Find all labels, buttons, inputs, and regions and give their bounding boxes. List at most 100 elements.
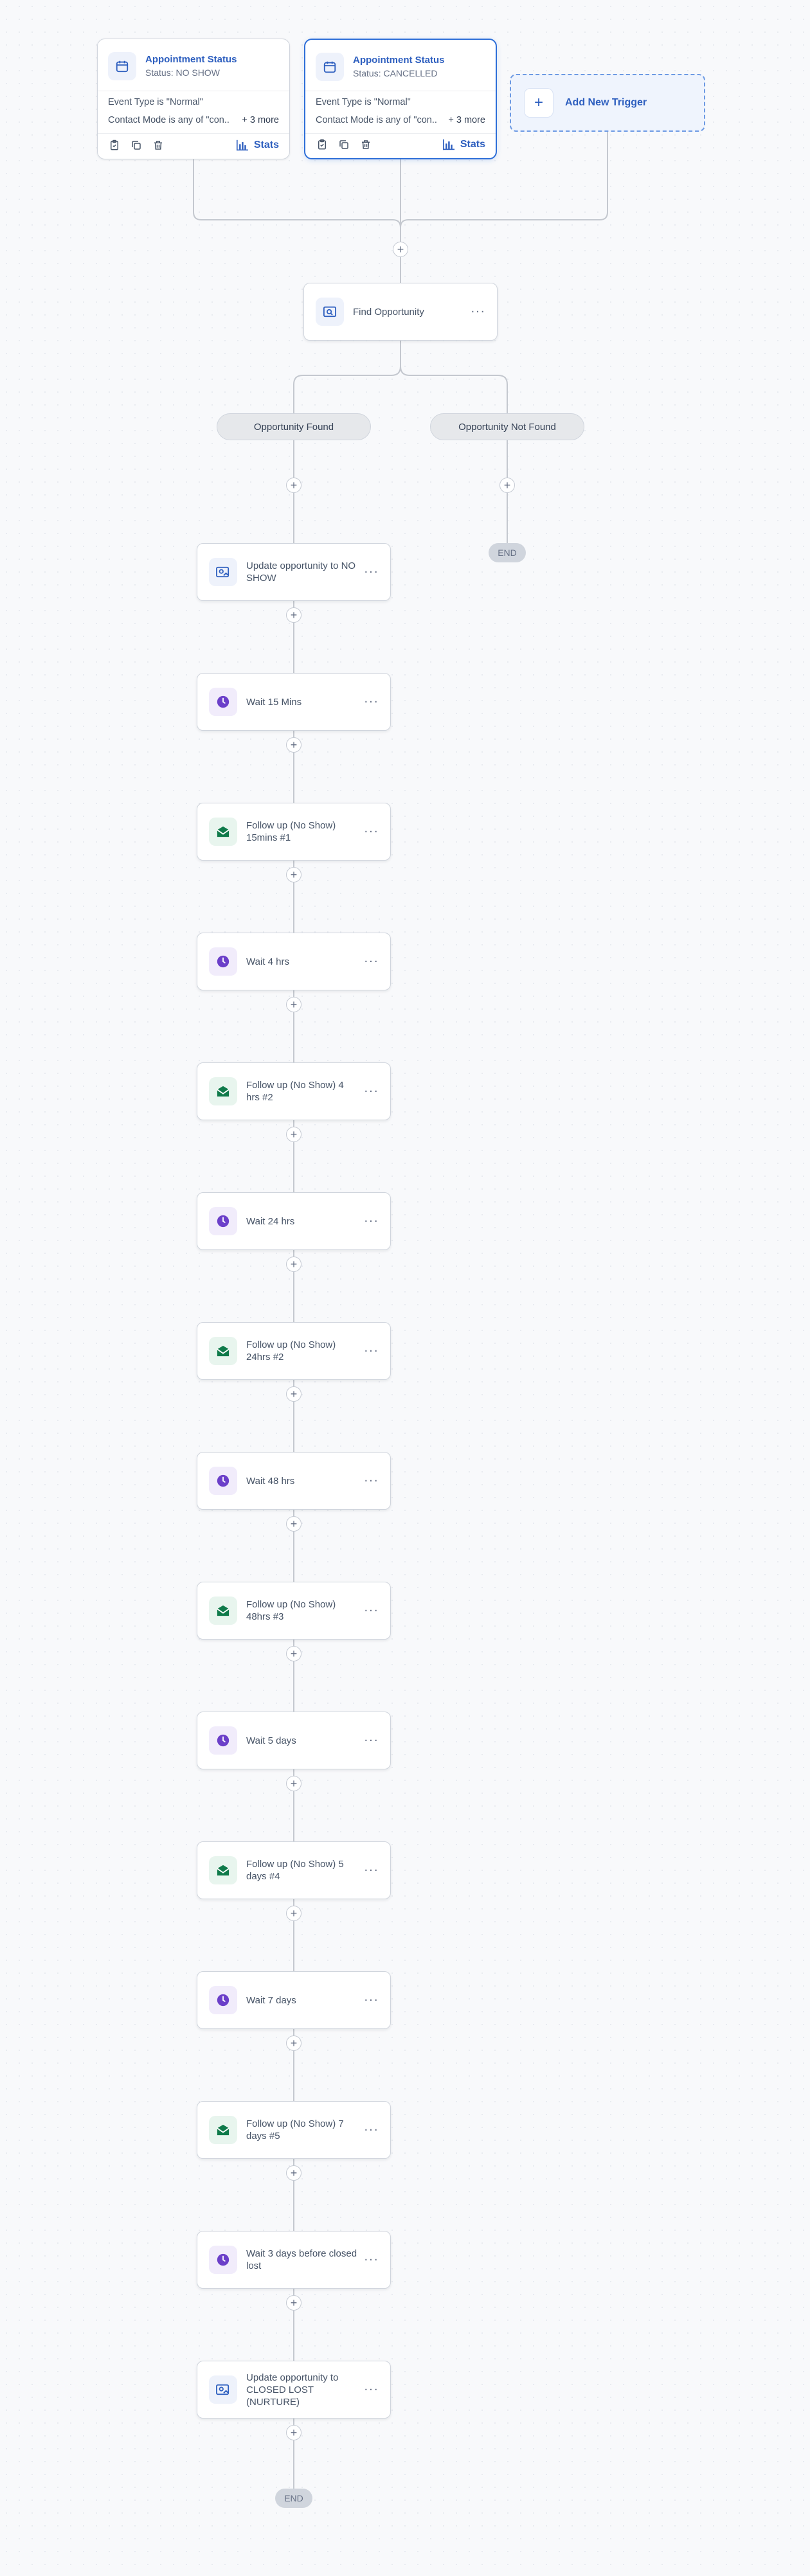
more-options-icon[interactable]: ··· bbox=[364, 1213, 379, 1228]
opportunity-icon bbox=[316, 298, 344, 326]
more-options-icon[interactable]: ··· bbox=[364, 2122, 379, 2137]
trigger-condition: Contact Mode is any of "con... + 3 more bbox=[108, 114, 279, 127]
branch-opportunity-not-found[interactable]: Opportunity Not Found bbox=[430, 413, 584, 440]
add-action-button[interactable]: + bbox=[286, 1906, 302, 1921]
node-label: Wait 15 Mins bbox=[246, 696, 302, 708]
more-options-icon[interactable]: ··· bbox=[364, 954, 379, 969]
more-options-icon[interactable]: ··· bbox=[364, 2252, 379, 2267]
clock-icon bbox=[209, 947, 237, 976]
add-action-button[interactable]: + bbox=[286, 2295, 302, 2311]
step-node-email[interactable]: Follow up (No Show) 5 days #4 ··· bbox=[197, 1841, 391, 1899]
add-trigger-label: Add New Trigger bbox=[565, 97, 647, 108]
step-node-opportunity[interactable]: Update opportunity to NO SHOW··· bbox=[197, 543, 391, 601]
trash-icon[interactable] bbox=[152, 139, 165, 152]
add-new-trigger-button[interactable]: + Add New Trigger bbox=[510, 74, 705, 132]
trigger-card-cancelled[interactable]: Appointment Status Status: CANCELLED Eve… bbox=[304, 39, 497, 159]
more-options-icon[interactable]: ··· bbox=[364, 1992, 379, 2007]
add-action-button[interactable]: + bbox=[286, 997, 302, 1012]
more-options-icon[interactable]: ··· bbox=[364, 1863, 379, 1877]
divider bbox=[305, 133, 496, 134]
step-node-wait[interactable]: Wait 7 days··· bbox=[197, 1971, 391, 2029]
trigger-card-no-show[interactable]: Appointment Status Status: NO SHOW Event… bbox=[97, 39, 290, 159]
stats-button[interactable]: Stats bbox=[442, 139, 485, 150]
clock-icon bbox=[209, 1986, 237, 2014]
add-action-button[interactable]: + bbox=[286, 2165, 302, 2181]
step-node-email[interactable]: Follow up (No Show) 24hrs #2··· bbox=[197, 1322, 391, 1380]
more-options-icon[interactable]: ··· bbox=[471, 304, 485, 319]
add-action-button[interactable]: + bbox=[286, 2035, 302, 2051]
more-options-icon[interactable]: ··· bbox=[364, 694, 379, 709]
more-options-icon[interactable]: ··· bbox=[364, 564, 379, 579]
copy-icon[interactable] bbox=[338, 138, 350, 151]
step-node-wait[interactable]: Wait 48 hrs··· bbox=[197, 1452, 391, 1510]
email-icon bbox=[209, 1077, 237, 1105]
add-action-button[interactable]: + bbox=[286, 1646, 302, 1661]
find-opportunity-node[interactable]: Find Opportunity ··· bbox=[303, 283, 498, 341]
add-action-button[interactable]: + bbox=[286, 867, 302, 882]
add-action-button[interactable]: + bbox=[286, 737, 302, 753]
add-action-button[interactable]: + bbox=[500, 478, 515, 493]
step-node-wait[interactable]: Wait 5 days··· bbox=[197, 1712, 391, 1769]
clock-icon bbox=[209, 1207, 237, 1235]
email-icon bbox=[209, 1337, 237, 1365]
stats-label: Stats bbox=[253, 139, 279, 150]
end-node: END bbox=[489, 543, 526, 562]
trash-icon[interactable] bbox=[359, 138, 372, 151]
more-options-icon[interactable]: ··· bbox=[364, 1733, 379, 1748]
more-options-icon[interactable]: ··· bbox=[364, 1084, 379, 1098]
copy-icon[interactable] bbox=[130, 139, 143, 152]
add-action-button[interactable]: + bbox=[286, 1776, 302, 1791]
step-node-wait[interactable]: Wait 24 hrs ··· bbox=[197, 1192, 391, 1250]
add-action-button[interactable]: + bbox=[286, 1516, 302, 1532]
more-options-icon[interactable]: ··· bbox=[364, 824, 379, 839]
clipboard-icon[interactable] bbox=[316, 138, 328, 151]
more-options-icon[interactable]: ··· bbox=[364, 1603, 379, 1618]
node-label: Wait 3 days before closed lost bbox=[246, 2248, 357, 2271]
more-options-icon[interactable]: ··· bbox=[364, 2382, 379, 2397]
trigger-subtitle: Status: NO SHOW bbox=[145, 67, 220, 78]
node-label: Find Opportunity bbox=[353, 306, 424, 318]
more-conditions-link[interactable]: + 3 more bbox=[448, 115, 485, 125]
clock-icon bbox=[209, 688, 237, 716]
node-label: Follow up (No Show) 15mins #1 bbox=[246, 820, 336, 843]
trigger-title: Appointment Status bbox=[145, 54, 237, 65]
add-action-button[interactable]: + bbox=[286, 1386, 302, 1402]
email-icon bbox=[209, 1597, 237, 1625]
add-action-button[interactable]: + bbox=[286, 1127, 302, 1142]
trigger-subtitle: Status: CANCELLED bbox=[353, 68, 438, 78]
step-node-wait[interactable]: Wait 15 Mins ··· bbox=[197, 673, 391, 731]
more-conditions-link[interactable]: + 3 more bbox=[242, 115, 279, 125]
step-node-email[interactable]: Follow up (No Show) 15mins #1 ··· bbox=[197, 803, 391, 861]
add-action-button[interactable]: + bbox=[393, 242, 408, 257]
trigger-condition: Contact Mode is any of "con... + 3 more bbox=[316, 114, 485, 127]
divider bbox=[98, 133, 289, 134]
step-node-email[interactable]: Follow up (No Show) 7 days #5 ··· bbox=[197, 2101, 391, 2159]
more-options-icon[interactable]: ··· bbox=[364, 1343, 379, 1358]
bar-chart-icon bbox=[236, 139, 248, 151]
branch-opportunity-found[interactable]: Opportunity Found bbox=[217, 413, 371, 440]
step-node-wait[interactable]: Wait 4 hrs··· bbox=[197, 933, 391, 990]
add-action-button[interactable]: + bbox=[286, 607, 302, 623]
trigger-title: Appointment Status bbox=[353, 55, 445, 66]
clock-icon bbox=[209, 2246, 237, 2274]
node-label: Wait 24 hrs bbox=[246, 1215, 295, 1227]
bar-chart-icon bbox=[442, 139, 455, 150]
calendar-icon bbox=[108, 52, 136, 80]
trigger-condition: Event Type is "Normal" bbox=[316, 97, 411, 107]
add-action-button[interactable]: + bbox=[286, 1257, 302, 1272]
clipboard-icon[interactable] bbox=[108, 139, 121, 152]
step-node-opportunity[interactable]: Update opportunity to CLOSED LOST (NURTU… bbox=[197, 2361, 391, 2419]
node-label: Follow up (No Show) 7 days #5 bbox=[246, 2118, 344, 2142]
add-action-button[interactable]: + bbox=[286, 478, 302, 493]
email-icon bbox=[209, 2116, 237, 2144]
step-node-email[interactable]: Follow up (No Show) 48hrs #3··· bbox=[197, 1582, 391, 1640]
stats-button[interactable]: Stats bbox=[236, 139, 279, 151]
add-action-button[interactable]: + bbox=[286, 2425, 302, 2440]
node-label: Follow up (No Show) 5 days #4 bbox=[246, 1859, 344, 1882]
step-node-wait[interactable]: Wait 3 days before closed lost ··· bbox=[197, 2231, 391, 2289]
more-options-icon[interactable]: ··· bbox=[364, 1473, 379, 1488]
step-node-email[interactable]: Follow up (No Show) 4 hrs #2··· bbox=[197, 1062, 391, 1120]
node-label: Update opportunity to CLOSED LOST (NURTU… bbox=[246, 2372, 339, 2408]
